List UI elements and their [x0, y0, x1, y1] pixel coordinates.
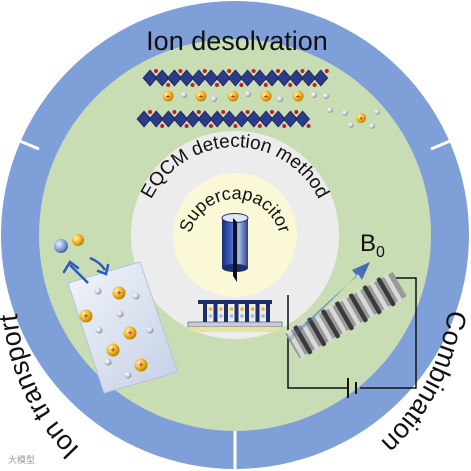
cation: +: [162, 90, 174, 102]
cation: +: [260, 90, 272, 102]
anion: [94, 287, 102, 295]
intercalated-ions: + + + + + +: [162, 90, 380, 129]
svg-text:+: +: [127, 328, 132, 338]
anion: [132, 292, 140, 300]
anion: [374, 109, 380, 115]
svg-text:+: +: [110, 345, 115, 355]
anion: [146, 326, 154, 334]
field-symbol: B: [360, 230, 376, 257]
anion: [124, 371, 132, 379]
anion: [342, 110, 348, 116]
watermark: 大模型: [8, 454, 35, 466]
anion: [181, 92, 187, 98]
anion: [116, 310, 124, 318]
anion: [95, 326, 103, 334]
cation: +: [123, 326, 137, 340]
field-subscript: 0: [376, 244, 385, 261]
octahedral-layer: [142, 69, 329, 87]
svg-text:+: +: [138, 360, 143, 370]
cation: +: [112, 286, 126, 300]
anion: [245, 91, 251, 97]
svg-text:+: +: [166, 91, 171, 100]
transport-arrows-icon: [62, 256, 110, 284]
incoming-anion: [54, 239, 68, 253]
cation: +: [106, 343, 120, 357]
anion: [211, 96, 217, 102]
cation: +: [195, 90, 207, 102]
ring-dividers: [2, 132, 468, 470]
eqcm-electrode-icon: [187, 300, 283, 332]
ion-transport-channel: + + + + +: [54, 234, 179, 394]
svg-text:+: +: [83, 311, 88, 321]
anion: [327, 107, 333, 113]
anion: [311, 92, 317, 98]
cation: +: [134, 358, 148, 372]
anion: [348, 122, 354, 128]
octahedral-layer: [136, 110, 311, 128]
anion: [104, 358, 112, 366]
cation: +: [227, 90, 239, 102]
anion: [369, 123, 375, 129]
supercapacitor-cell-icon: [221, 213, 249, 282]
magnetic-coil-circuit: [285, 262, 417, 398]
cation: +: [79, 309, 93, 323]
cation: +: [292, 90, 304, 102]
svg-text:+: +: [116, 288, 121, 298]
svg-text:+: +: [359, 115, 363, 122]
anion: [277, 96, 283, 102]
svg-text:+: +: [264, 91, 269, 100]
anion: [323, 93, 329, 99]
svg-text:+: +: [199, 91, 204, 100]
incoming-cation: [72, 234, 84, 246]
cation: +: [356, 113, 366, 123]
svg-text:+: +: [231, 91, 236, 100]
layered-electrode-structure: + + + + + +: [136, 69, 380, 129]
svg-text:+: +: [296, 91, 301, 100]
ion-desolvation-label: Ion desolvation: [146, 26, 328, 56]
field-arrow-icon: [288, 262, 370, 342]
